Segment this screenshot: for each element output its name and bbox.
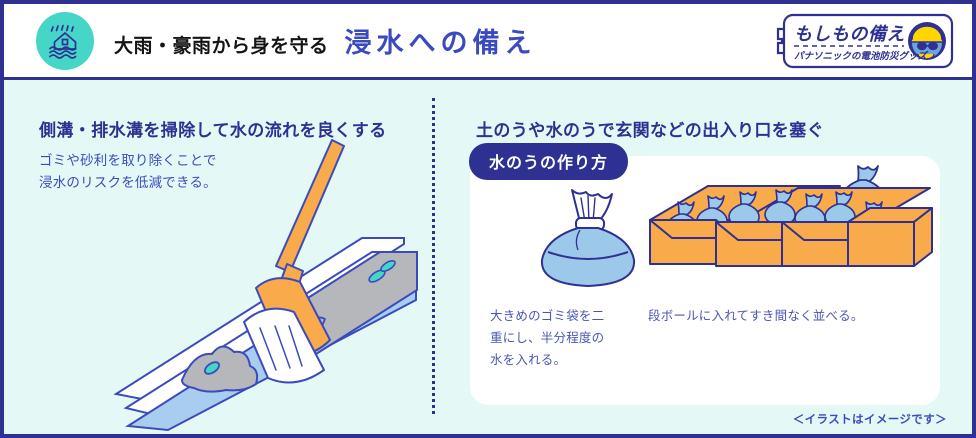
left-panel-body: ゴミや砂利を取り除くことで 浸水のリスクを低減できる。: [39, 150, 217, 195]
left-panel-heading: 側溝・排水溝を掃除して水の流れを良くする: [39, 121, 387, 140]
logo-main-text: もしもの備え: [794, 24, 905, 44]
brand-logo: もしもの備え パナソニックの電池防災グッズ: [776, 13, 954, 69]
header-title-group: 大雨・豪雨から身を守る 浸水への備え: [114, 21, 537, 60]
caption-left-line-2: 重にし、半分程度の: [490, 330, 605, 345]
boxes-group: [649, 185, 933, 267]
left-body-line-1: ゴミや砂利を取り除くことで: [39, 153, 217, 168]
caption-arrange-boxes: 段ボールに入れてすき間なく並べる。: [648, 309, 864, 323]
panel-right: 土のうや水のうで玄関などの出入り口を塞ぐ 水のうの作り方: [435, 80, 972, 435]
caption-left-line-1: 大きめのゴミ袋を二: [490, 309, 605, 323]
broom-cleaning-gutter-illustration: [32, 139, 432, 432]
cardboard-boxes-with-water-bags-illustration: [640, 160, 940, 300]
header-subtitle: 大雨・豪雨から身を守る: [114, 36, 329, 57]
panel-left: 側溝・排水溝を掃除して水の流れを良くする ゴミや砂利を取り除くことで 浸水のリス…: [4, 80, 432, 435]
how-to-card: 水のうの作り方: [469, 143, 940, 405]
flooded-house-icon: [36, 11, 94, 70]
water-filled-bag-illustration: [528, 182, 648, 294]
caption-left-line-3: 水を入れる。: [490, 352, 567, 367]
how-to-badge: 水のうの作り方: [469, 143, 629, 180]
header-bar: 大雨・豪雨から身を守る 浸水への備え もしもの備え パナソ: [4, 4, 972, 80]
page-title: 浸水への備え: [344, 28, 537, 58]
left-body-line-2: 浸水のリスクを低減できる。: [39, 175, 217, 191]
logo-sub-text: パナソニックの電池防災グッズ: [794, 50, 929, 62]
caption-make-water-bag: 大きめのゴミ袋を二 重にし、半分程度の 水を入れる。: [490, 306, 615, 372]
right-panel-heading: 土のうや水のうで玄関などの出入り口を塞ぐ: [476, 121, 824, 140]
body-area: 側溝・排水溝を掃除して水の流れを良くする ゴミや砂利を取り除くことで 浸水のリス…: [4, 80, 972, 435]
panel-divider: [432, 98, 435, 414]
illustration-disclaimer-note: ＜イラストはイメージです＞: [792, 414, 947, 426]
